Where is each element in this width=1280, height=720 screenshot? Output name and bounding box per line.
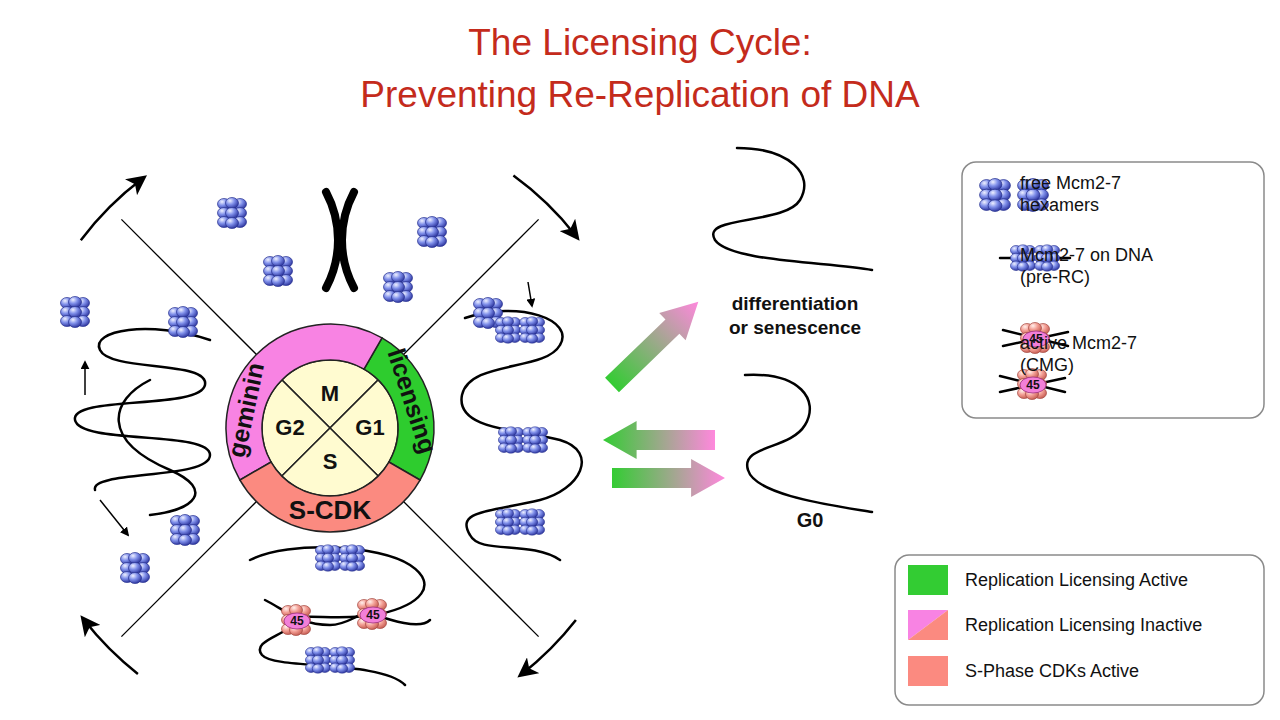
phase-label: G2 <box>275 417 304 439</box>
legend-text: Replication Licensing Inactive <box>965 614 1202 636</box>
title-spacer <box>890 17 930 69</box>
cycle-arrow <box>513 176 576 236</box>
mcm-hexamer <box>980 179 1011 212</box>
callout-number: 45 <box>366 608 379 622</box>
fate-arrow <box>599 288 725 497</box>
legend-swatch <box>908 656 948 686</box>
pre-rc-double-hexamer <box>305 647 354 674</box>
pre-rc-double-hexamer <box>495 509 544 536</box>
band-label: licensing <box>383 346 440 457</box>
pre-rc-double-hexamer <box>305 245 1059 674</box>
fate-label: G0 <box>797 508 824 532</box>
movement-arrow <box>528 282 532 306</box>
legend-swatch-part <box>908 610 948 640</box>
legend-swatch-part <box>908 610 948 640</box>
movement-arrow <box>100 500 128 535</box>
legend-text: Mcm2-7 on DNA (pre-RC) <box>1020 244 1185 288</box>
chromosome <box>342 192 354 288</box>
mcm-hexamer <box>418 217 447 248</box>
mcm-hexamer <box>169 307 198 338</box>
pre-rc-double-hexamer <box>315 545 364 572</box>
pre-rc-double-hexamer <box>498 427 547 454</box>
s-cdk-band: S-CDK <box>226 324 434 532</box>
cycle-arrow <box>81 176 576 674</box>
movement-arrow <box>85 282 532 535</box>
dna-strand <box>1000 378 1065 392</box>
phase-label: M <box>321 383 339 405</box>
phase-divider-line <box>121 502 256 637</box>
legend-box <box>895 162 1264 705</box>
title: The Licensing Cycle: Preventing Re-Repli… <box>360 22 919 115</box>
legend-text: free Mcm2-7 hexamers <box>1020 172 1185 216</box>
title-spacer <box>350 17 390 69</box>
dna-strand <box>119 380 196 515</box>
mcm-hexamer <box>218 198 247 229</box>
phase-quadrant-outline <box>282 428 378 496</box>
dna-strand <box>745 375 872 512</box>
mcm-hexamer <box>61 179 1049 584</box>
mcm-hexamer <box>121 553 150 584</box>
title-block: The Licensing Cycle: Preventing Re-Repli… <box>350 17 930 121</box>
dna-strand <box>713 148 872 270</box>
band-label: S-CDK <box>289 497 371 523</box>
fate-label: differentiation or senescence <box>725 292 865 340</box>
s-cdk-band-outline <box>240 462 420 532</box>
legend-box <box>895 555 1264 705</box>
cmg-helicase <box>358 599 387 630</box>
chromosome <box>326 192 354 288</box>
fate-arrow <box>612 459 725 497</box>
mcm-hexamer <box>384 272 413 303</box>
legend-swatch <box>908 565 948 595</box>
legend-text: Replication Licensing Active <box>965 569 1188 591</box>
phase-label: S <box>323 451 338 473</box>
mcm-hexamer <box>171 515 200 546</box>
phase-divider-line <box>121 219 256 354</box>
legend-box <box>962 162 1264 418</box>
mcm-hexamer <box>61 297 90 328</box>
cmg-helicase <box>282 605 311 636</box>
chromosome <box>326 192 338 288</box>
dna-strand <box>75 148 1070 685</box>
movement-arrow <box>84 362 86 395</box>
dna-strand <box>75 329 210 490</box>
fate-arrow <box>603 421 715 459</box>
fate-arrow <box>599 288 712 399</box>
legend-text: S-Phase CDKs Active <box>965 660 1139 682</box>
dna-strand <box>461 311 581 560</box>
legend-text: active Mcm2-7 (CMG) <box>1020 332 1185 376</box>
phase-label: G1 <box>355 417 384 439</box>
mcm-hexamer <box>264 256 293 287</box>
legend-swatch <box>908 610 948 640</box>
pre-rc-double-hexamer <box>495 317 544 344</box>
callout-number: 45 <box>1026 378 1039 392</box>
callout-number: 45 <box>290 614 303 628</box>
dna-strand <box>1000 376 1065 392</box>
